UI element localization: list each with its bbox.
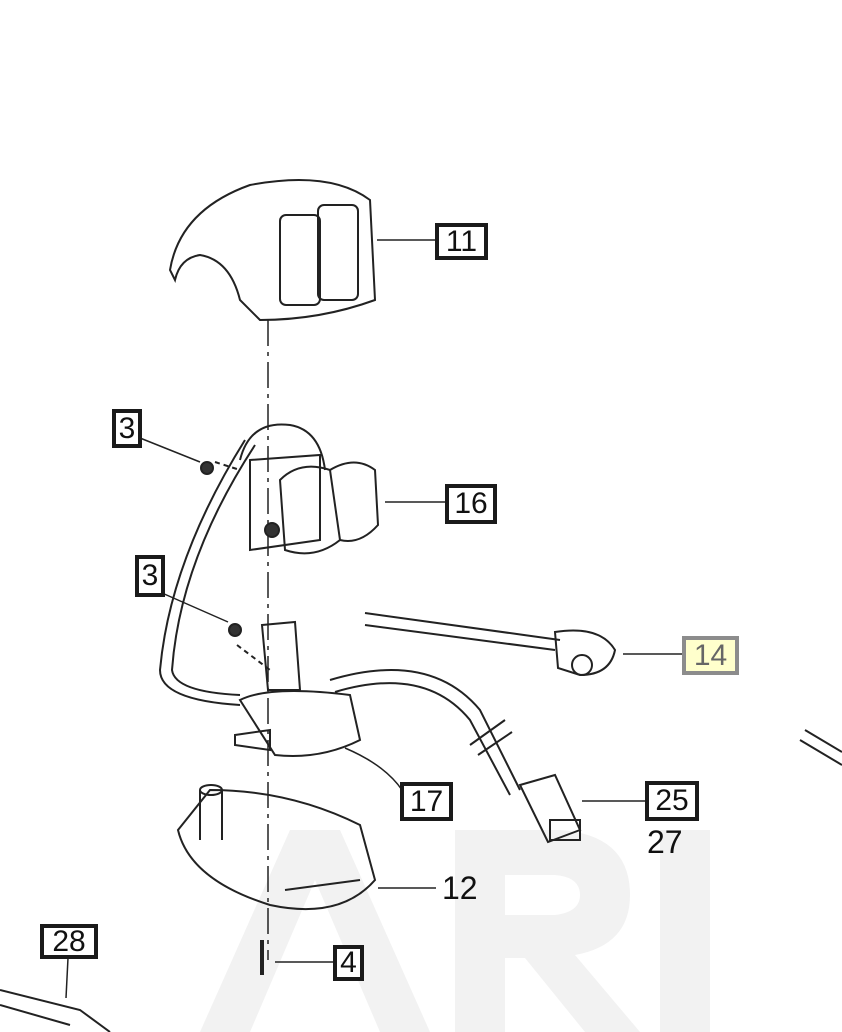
- callout-14-highlighted[interactable]: 14: [682, 636, 739, 675]
- partial-part-edge: [799, 729, 842, 766]
- callout-3-top[interactable]: 3: [112, 409, 142, 448]
- callout-17[interactable]: 17: [400, 782, 453, 821]
- part-3-screw-top: [200, 461, 214, 475]
- callout-3-lower[interactable]: 3: [135, 555, 165, 597]
- callout-12[interactable]: 12: [442, 870, 478, 906]
- connector-cable: [329, 669, 521, 791]
- part-12-lower-cover: [176, 784, 377, 911]
- watermark-letter-i: [660, 830, 710, 1032]
- part-3-screw-lower: [228, 623, 242, 637]
- part-28-harness: [0, 989, 111, 1032]
- part-25-connector: [518, 773, 582, 844]
- leader-lines: [65, 239, 683, 999]
- switch-wire-harness: [158, 439, 246, 706]
- part-16-switch: [239, 423, 380, 555]
- part-11-switch-cover: [168, 179, 377, 322]
- watermark-letter-a: [200, 830, 430, 1032]
- callout-25[interactable]: 25: [645, 781, 699, 821]
- callout-27[interactable]: 27: [647, 824, 683, 860]
- callout-28[interactable]: 28: [40, 924, 98, 959]
- part-17-switch-lower: [234, 620, 362, 757]
- watermark-letter-r: [455, 830, 640, 1032]
- callout-16[interactable]: 16: [445, 484, 497, 524]
- callout-11[interactable]: 11: [435, 223, 488, 260]
- callout-4[interactable]: 4: [333, 945, 364, 981]
- part-14-lamp-wire: [364, 612, 617, 677]
